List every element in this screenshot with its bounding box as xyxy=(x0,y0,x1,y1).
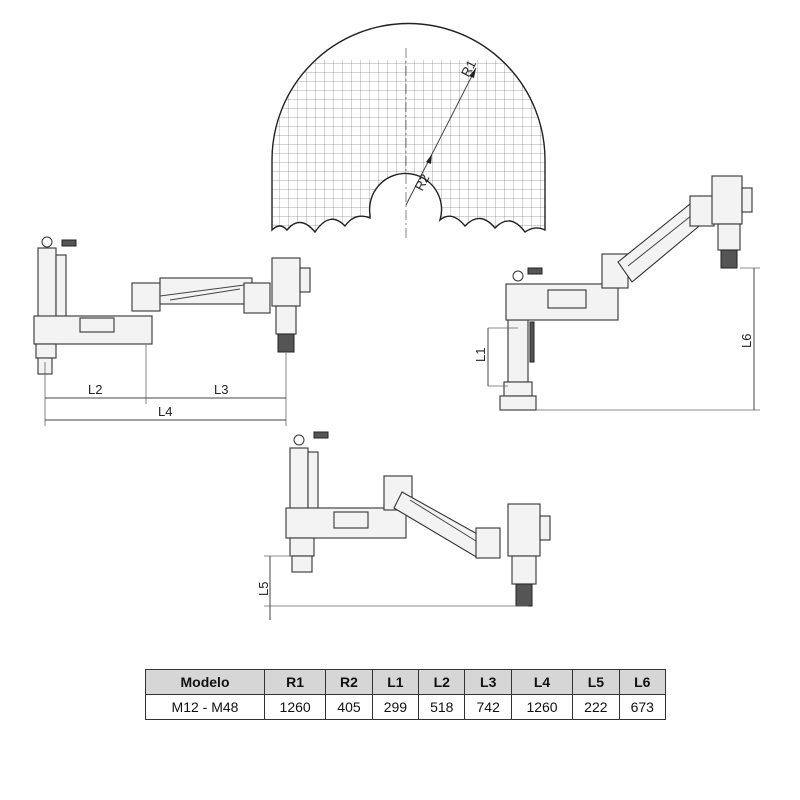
cell-l3: 742 xyxy=(464,694,512,720)
cell-l5: 222 xyxy=(572,694,620,720)
l6-label: L6 xyxy=(739,334,754,348)
cell-l6: 673 xyxy=(618,694,667,720)
cell-r1: 1260 xyxy=(263,694,327,720)
header-l2: L2 xyxy=(418,669,466,695)
header-l4: L4 xyxy=(510,669,574,695)
header-l1: L1 xyxy=(371,669,420,695)
header-r2: R2 xyxy=(325,669,373,695)
header-l6: L6 xyxy=(618,669,667,695)
cell-l1: 299 xyxy=(371,694,420,720)
header-r1: R1 xyxy=(263,669,327,695)
l4-label: L4 xyxy=(158,404,172,419)
r2-label: R2 xyxy=(411,171,432,193)
header-l5: L5 xyxy=(572,669,620,695)
machine-view-lowered: L5 xyxy=(256,431,551,620)
table-header-row: Modelo R1 R2 L1 L2 L3 L4 L5 L6 xyxy=(145,669,667,695)
l3-label: L3 xyxy=(214,382,228,397)
l2-label: L2 xyxy=(88,382,102,397)
header-l3: L3 xyxy=(464,669,512,695)
cell-l4: 1260 xyxy=(510,694,574,720)
machine-view-horizontal: L2 L3 L4 xyxy=(33,236,311,426)
l1-label: L1 xyxy=(473,348,488,362)
cell-modelo: M12 - M48 xyxy=(145,694,265,720)
l5-label: L5 xyxy=(256,582,271,596)
cell-r2: 405 xyxy=(325,694,373,720)
table-row: M12 - M48 1260 405 299 518 742 1260 222 … xyxy=(145,694,667,720)
technical-drawing: R1 R2 L2 L3 L4 xyxy=(33,22,760,620)
machine-view-raised: L1 L6 xyxy=(473,175,760,411)
working-radius-diagram: R1 R2 xyxy=(271,22,546,240)
cell-l2: 518 xyxy=(418,694,466,720)
spec-table: Modelo R1 R2 L1 L2 L3 L4 L5 L6 M12 - M48… xyxy=(145,669,667,720)
header-modelo: Modelo xyxy=(145,669,265,695)
r1-label: R1 xyxy=(458,58,479,80)
